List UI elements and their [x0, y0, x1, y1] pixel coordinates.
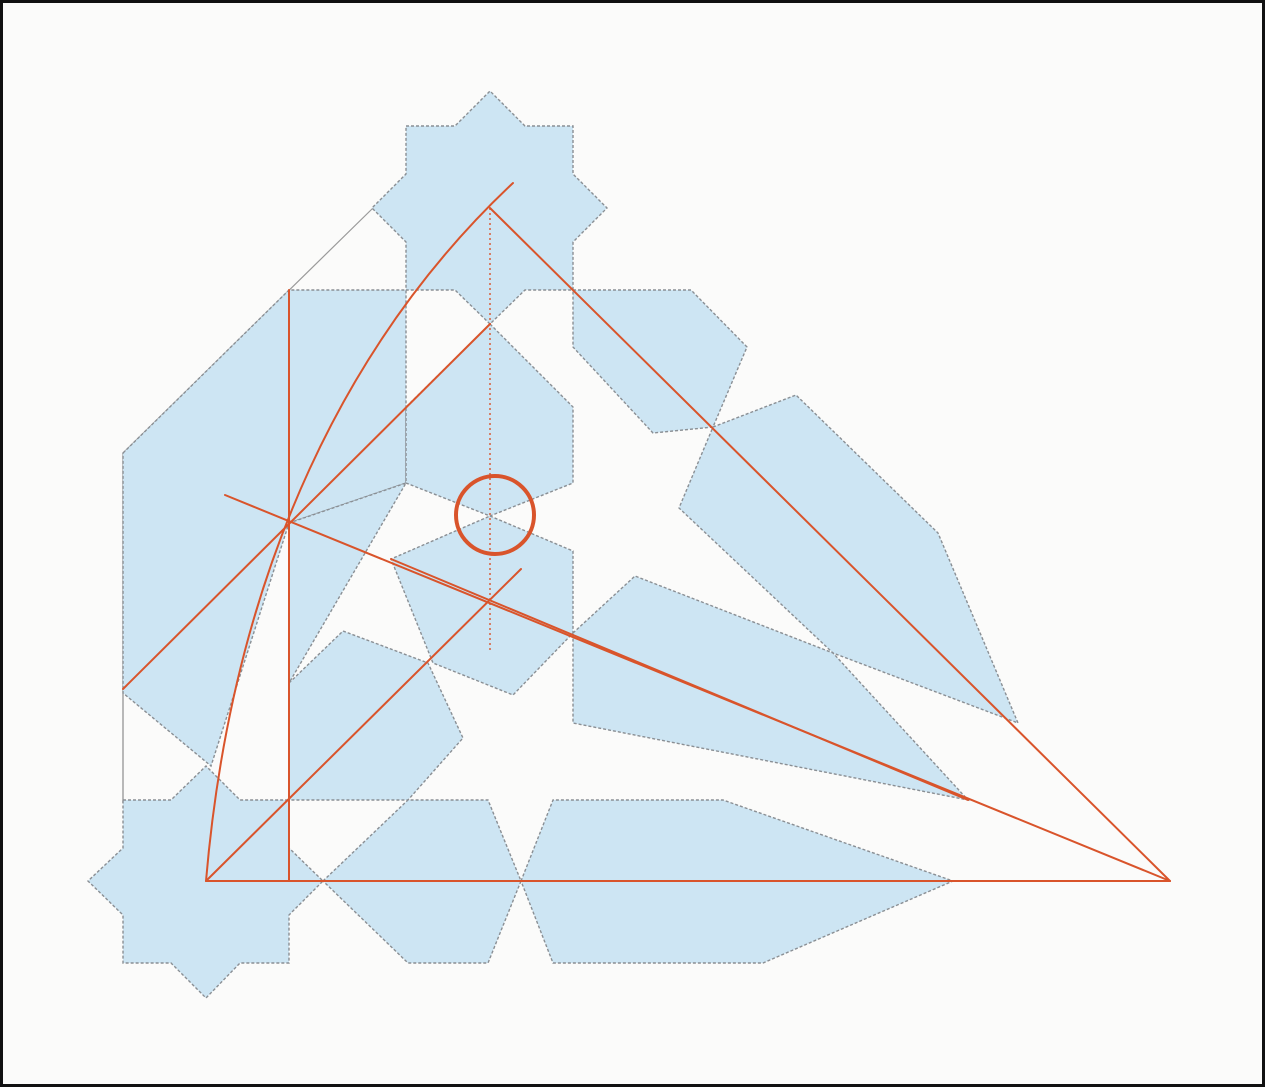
construction-arc: [205, 182, 514, 882]
long-tile-center: [572, 575, 970, 802]
highlight-circle: [454, 474, 536, 556]
construction-layer: [122, 182, 1171, 882]
kite-tile-right: [678, 394, 1020, 725]
tile-layer: [86, 90, 1020, 999]
hex-tile-left-large: [122, 289, 407, 768]
construction-line-inner-diagonal: [390, 558, 969, 801]
construction-line-rising-left: [122, 323, 491, 690]
construction-line-rising-bottom: [205, 568, 522, 882]
geometric-pattern-diagram: [86, 90, 1171, 999]
pentagon-tile-top-right: [572, 289, 748, 434]
construction-line-top-to-right: [489, 207, 1171, 882]
